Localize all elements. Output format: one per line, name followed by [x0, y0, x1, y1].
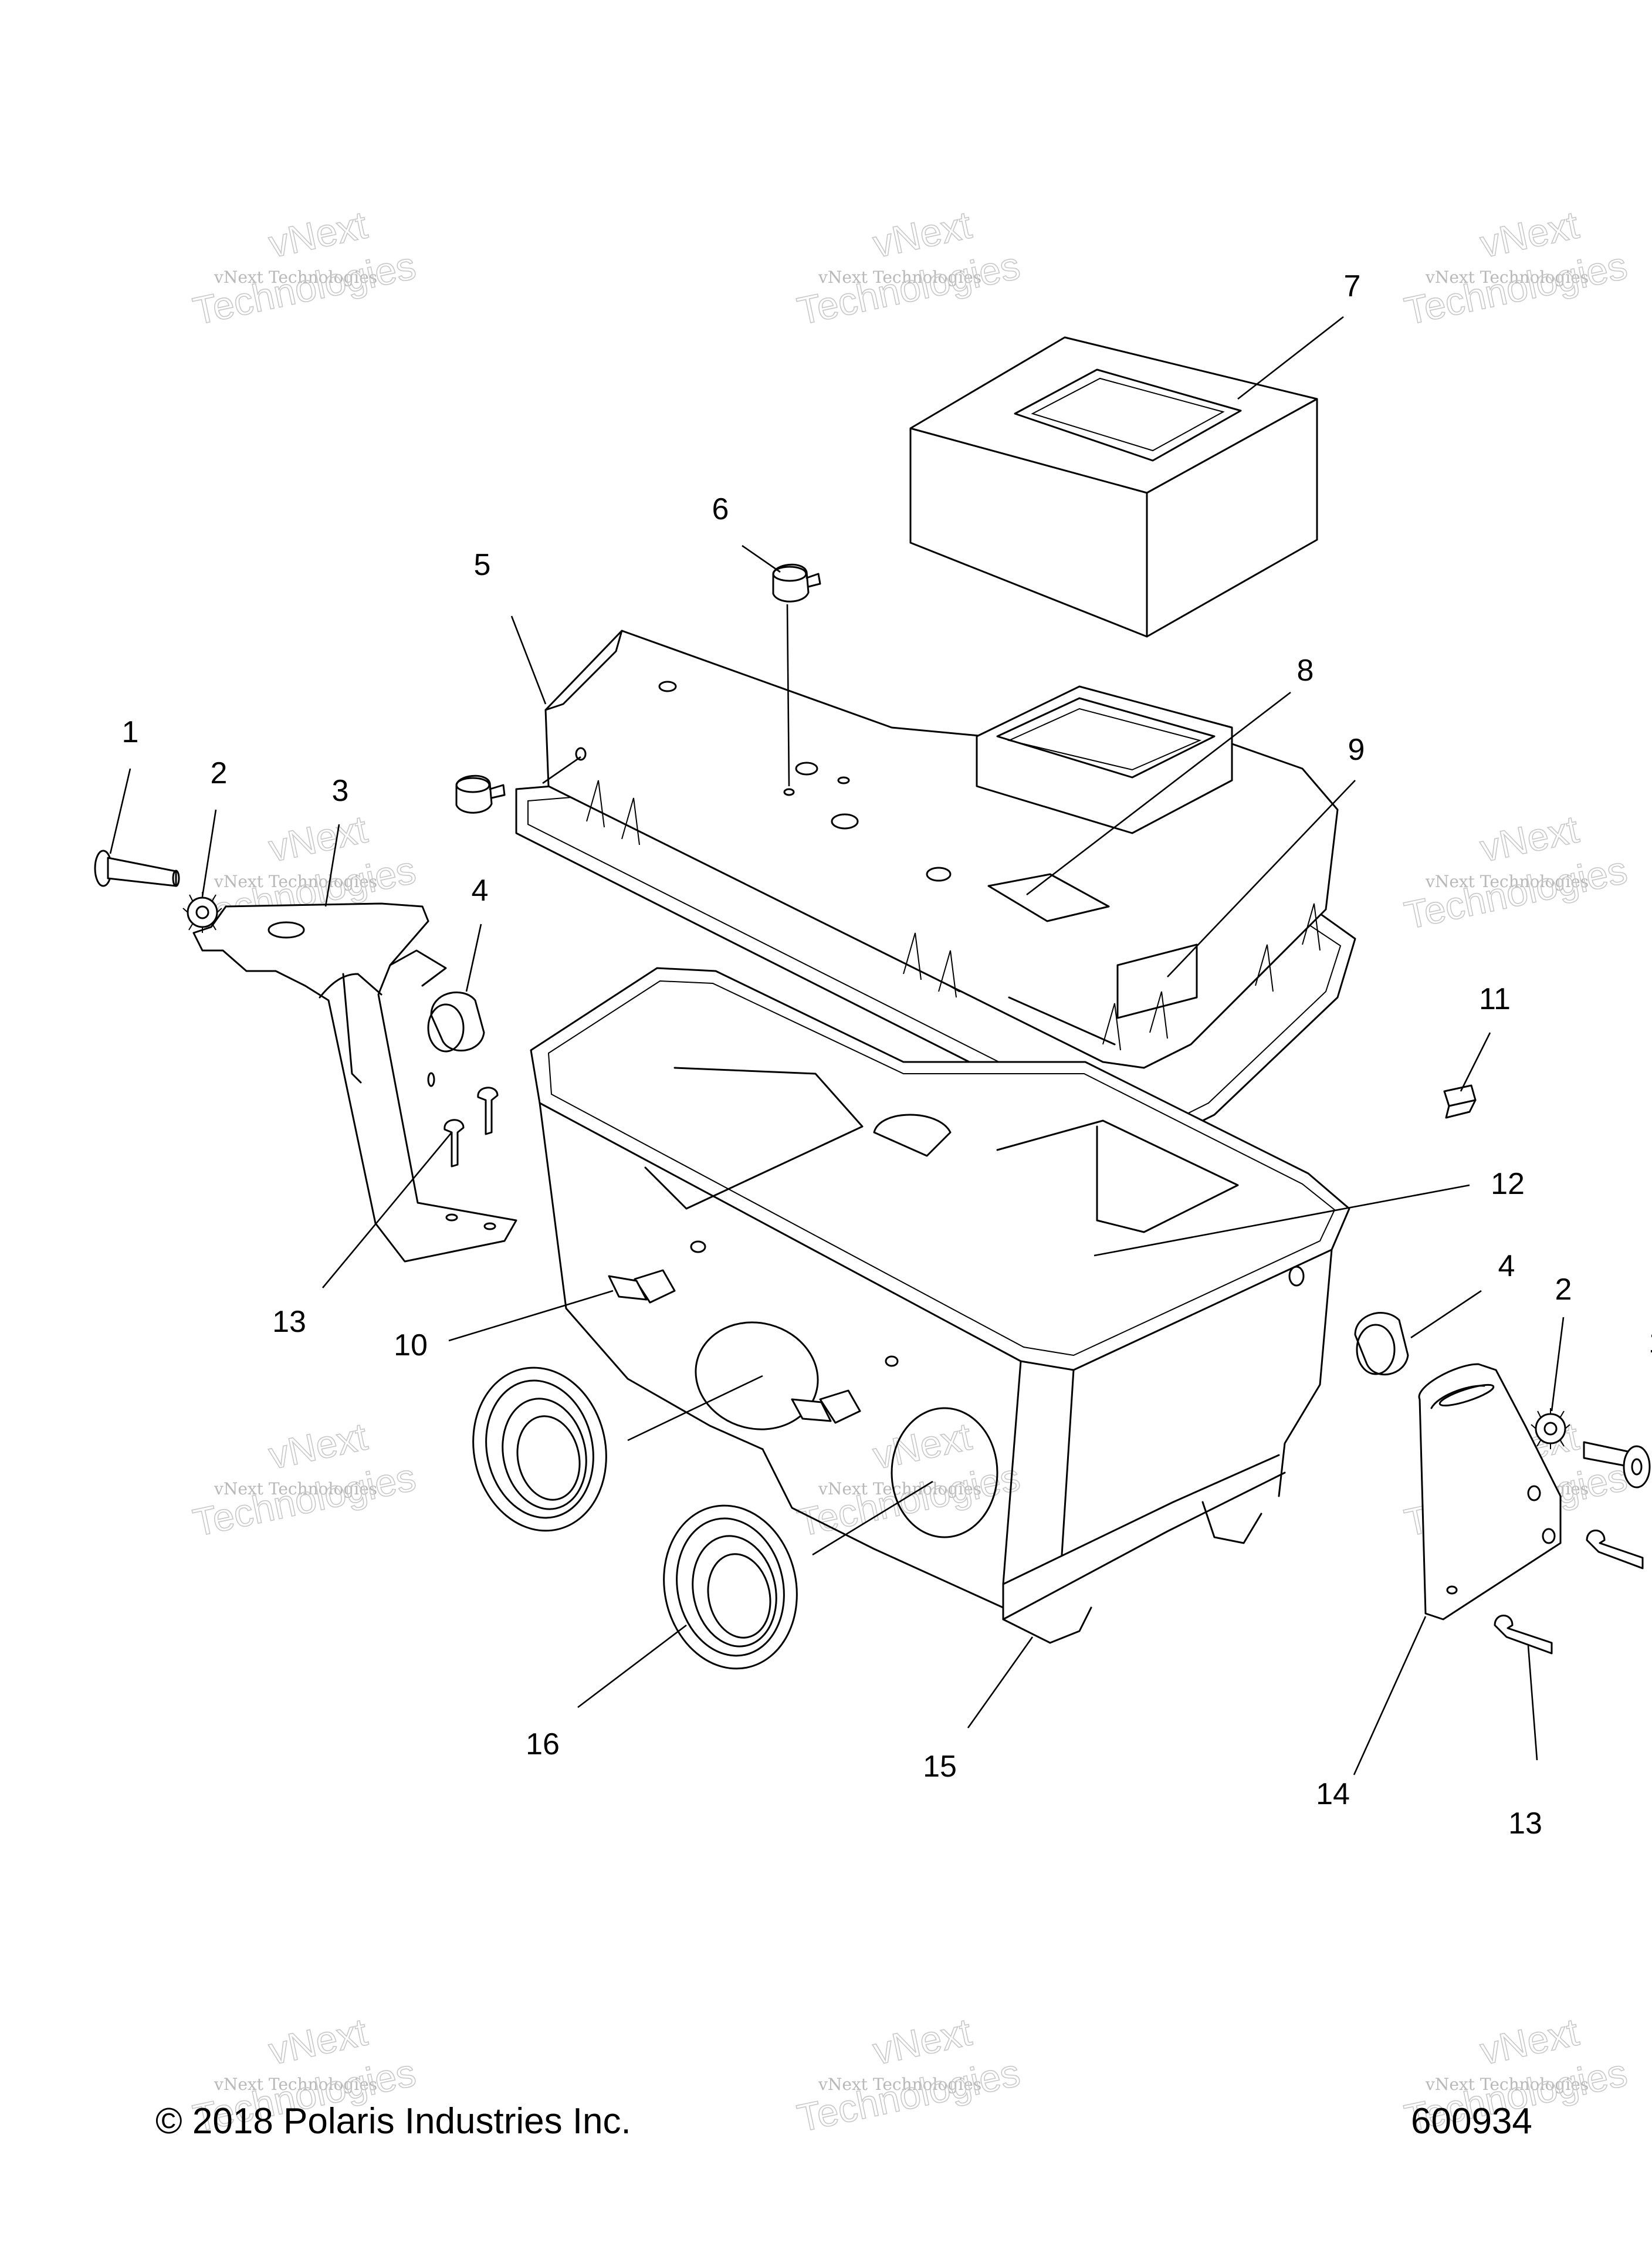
- part-3-bracket-left: [192, 902, 517, 1263]
- callout-labels: 1 2 3 4 5 6 7 8 9 10 11 12 13 4 2 1 13 1…: [122, 269, 1652, 1841]
- leader-lines: [109, 316, 1565, 1775]
- callout-2: 2: [211, 756, 228, 790]
- callout-10: 10: [394, 1328, 428, 1362]
- watermark-line-2: vNext Technologies: [214, 872, 377, 891]
- watermark-line-2: vNext Technologies: [1425, 268, 1589, 287]
- callout-4-right: 4: [1498, 1249, 1515, 1283]
- callout-6: 6: [712, 492, 729, 526]
- watermark-line-2: vNext Technologies: [1425, 2075, 1589, 2094]
- callout-9: 9: [1348, 733, 1365, 767]
- part-7-foam-filter: [909, 336, 1318, 638]
- part-11-clip: [1443, 1084, 1477, 1119]
- watermark-line-2: vNext Technologies: [818, 2075, 981, 2094]
- part-1-bolt-right: [1583, 1441, 1651, 1489]
- callout-13-right: 13: [1508, 1807, 1542, 1841]
- part-16-boot: [472, 1366, 798, 1670]
- part-5-airbox-cover: [515, 630, 1356, 1142]
- watermark-line-2: vNext Technologies: [214, 2075, 377, 2094]
- callout-5: 5: [474, 548, 491, 582]
- watermark-line-2: vNext Technologies: [214, 1479, 377, 1498]
- part-14-bracket-right: [1418, 1363, 1562, 1621]
- watermark-line-2: vNext Technologies: [818, 268, 981, 287]
- part-2-washer-right: [1531, 1408, 1570, 1449]
- callout-11: 11: [1479, 982, 1511, 1016]
- part-10-fitting: [608, 1269, 861, 1424]
- callout-15: 15: [923, 1750, 957, 1784]
- callout-8: 8: [1297, 654, 1314, 688]
- watermark-line-2: vNext Technologies: [214, 268, 377, 287]
- callout-3: 3: [332, 774, 349, 808]
- figure-number: 600934: [1411, 2101, 1532, 2142]
- part-4-grommet: [427, 991, 1409, 1376]
- callout-2-right: 2: [1555, 1273, 1572, 1307]
- part-6-clamp: [455, 563, 821, 814]
- callout-1: 1: [122, 715, 139, 749]
- callout-4: 4: [472, 874, 489, 908]
- watermark-line-2: vNext Technologies: [818, 1479, 981, 1498]
- part-2-washer-left: [182, 892, 222, 933]
- callout-16: 16: [526, 1727, 560, 1761]
- part-12-airbox-base: [530, 967, 1350, 1644]
- part-13-screw: [444, 1087, 1644, 1655]
- callout-13: 13: [272, 1305, 306, 1339]
- part-1-bolt-left: [94, 850, 180, 887]
- watermark-line-2: vNext Technologies: [1425, 872, 1589, 891]
- callout-7: 7: [1344, 269, 1361, 303]
- callout-14: 14: [1316, 1777, 1350, 1811]
- callout-1-right: 1: [1648, 1325, 1652, 1359]
- copyright-notice: © 2018 Polaris Industries Inc.: [155, 2101, 631, 2142]
- callout-12: 12: [1491, 1167, 1525, 1201]
